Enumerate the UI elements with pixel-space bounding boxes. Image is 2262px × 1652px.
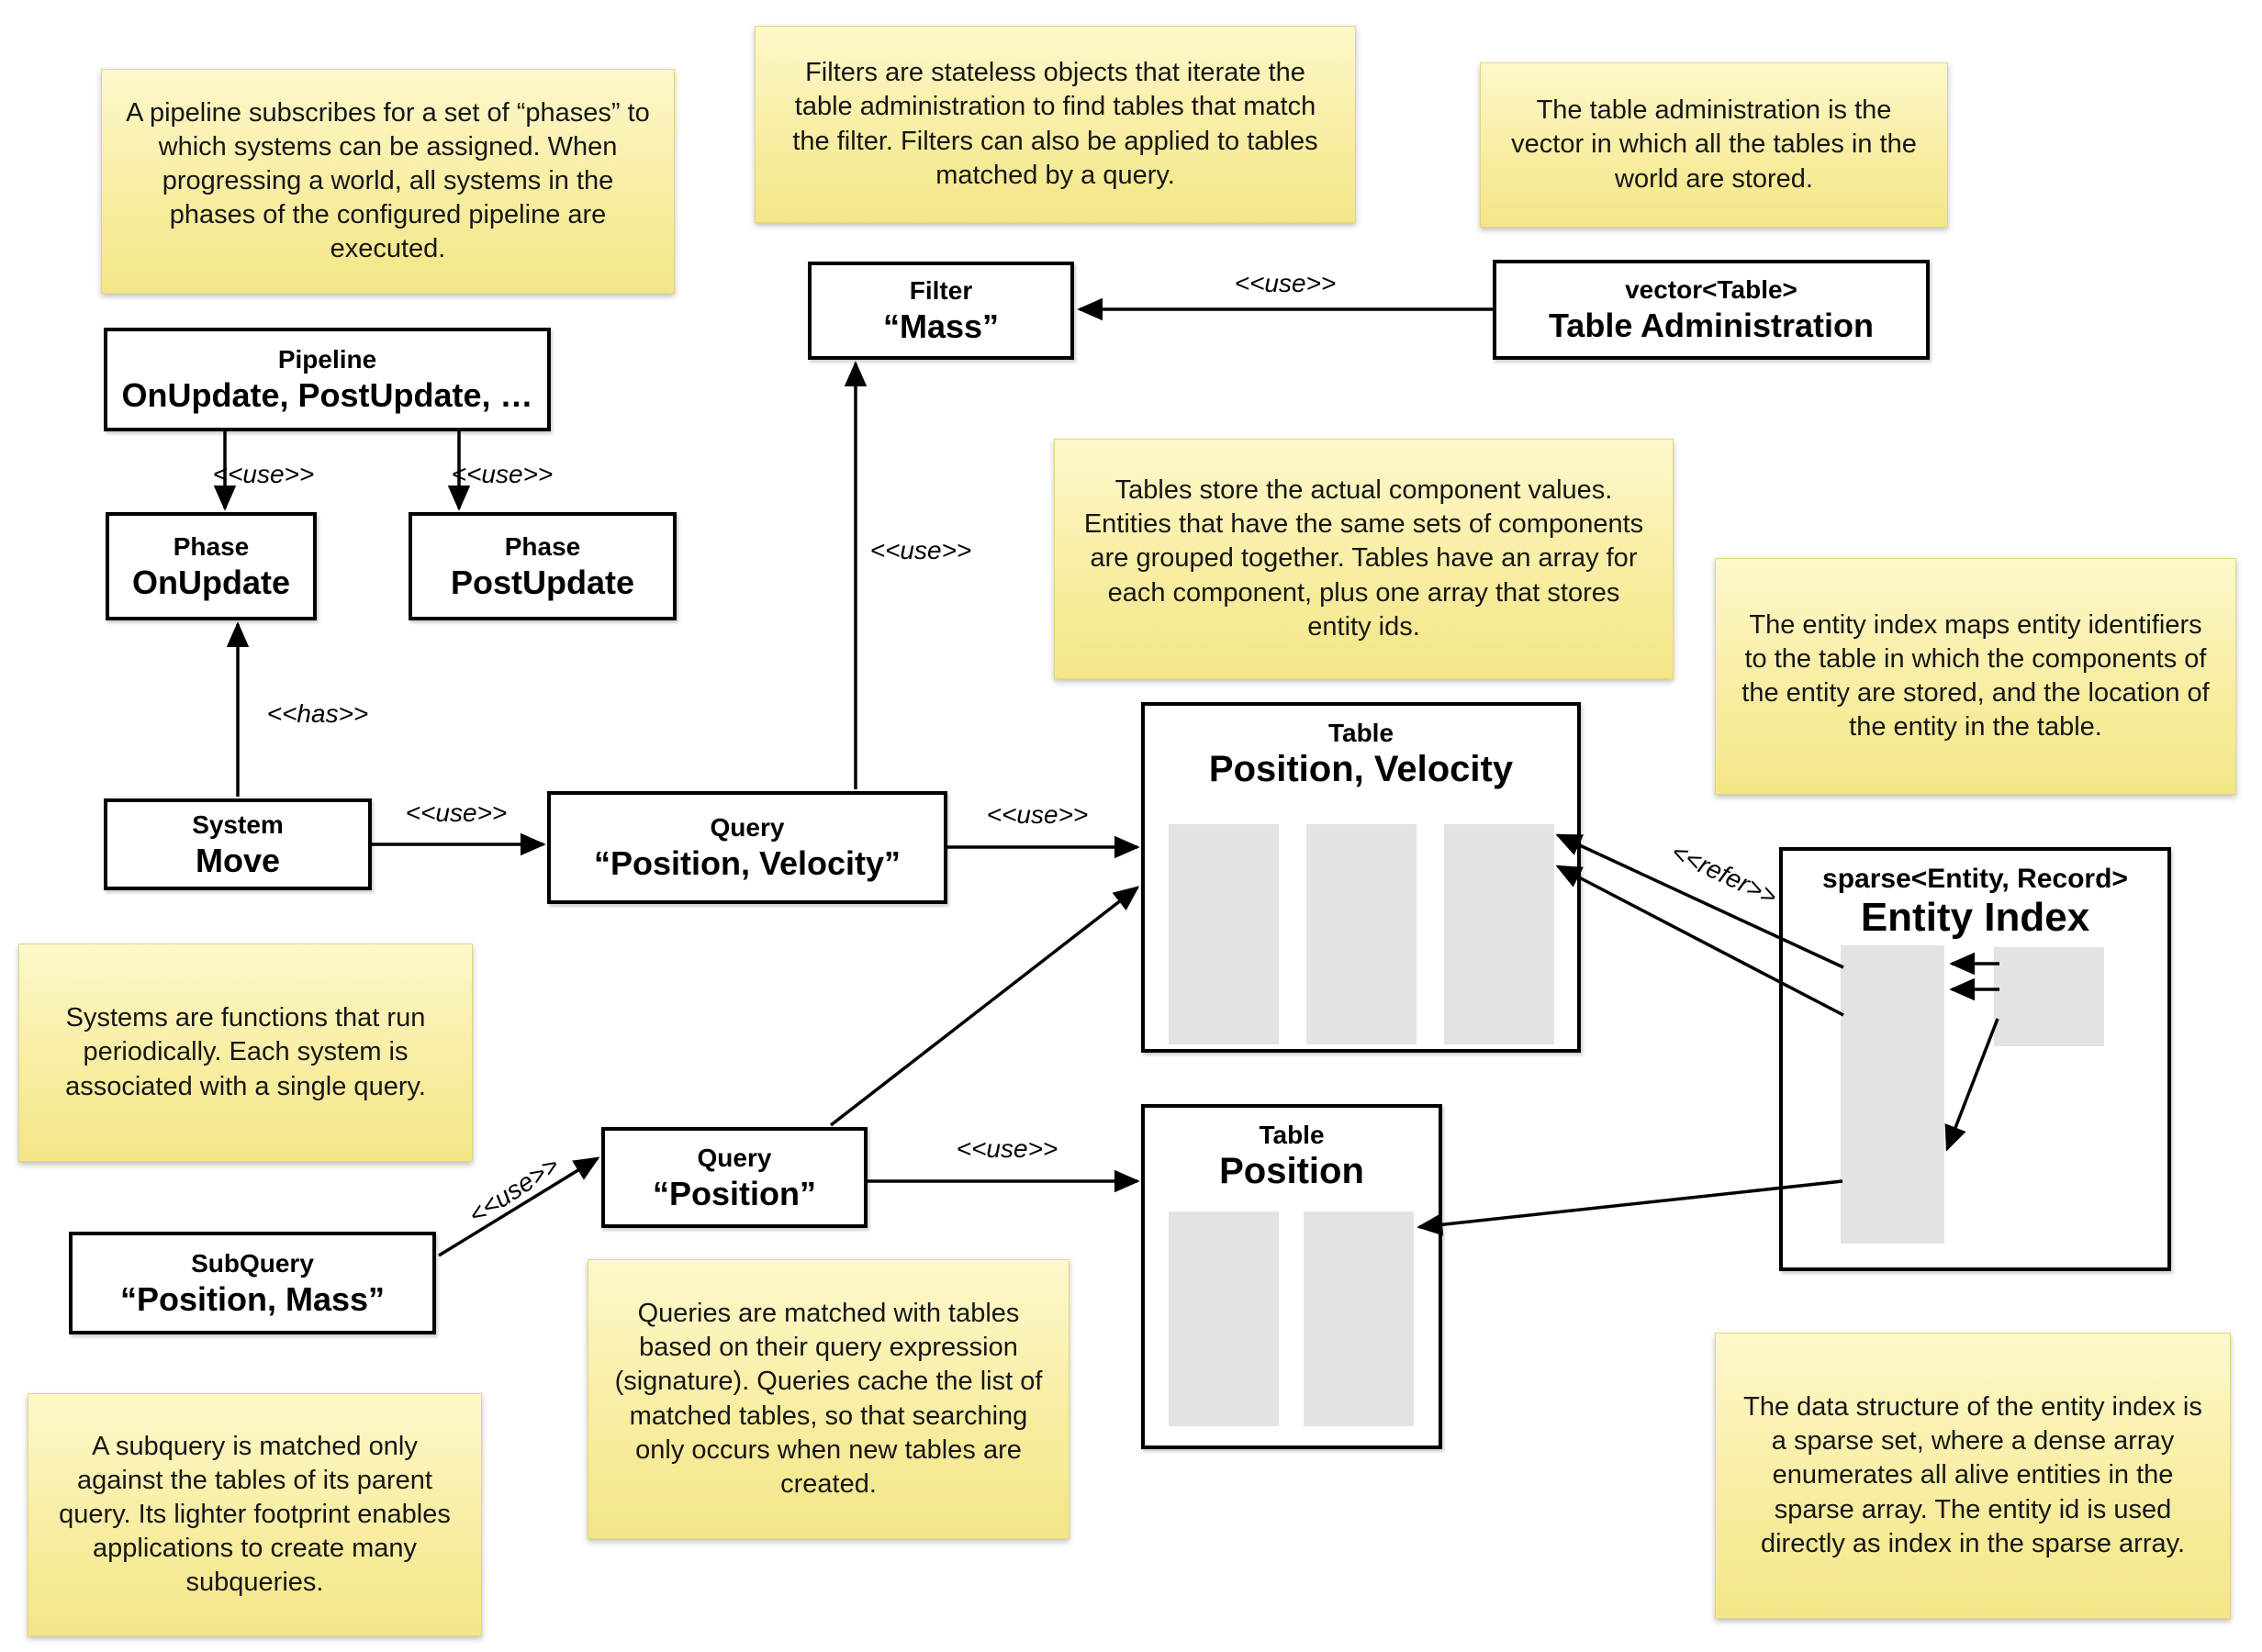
box-entity-index: sparse<Entity, Record> Entity Index [1779, 847, 2171, 1271]
sparse-array [1841, 945, 1944, 1244]
box-stereotype: vector<Table> [1625, 275, 1797, 305]
note-tables: Tables store the actual component values… [1054, 439, 1674, 679]
component-array [1304, 1211, 1414, 1426]
note-systems: Systems are functions that run periodica… [18, 943, 473, 1162]
note-sparse-set: The data structure of the entity index i… [1715, 1333, 2231, 1619]
box-phase-onupdate: Phase OnUpdate [106, 512, 317, 620]
box-name: Table Administration [1548, 307, 1875, 345]
box-name: Position, Velocity [1208, 749, 1514, 789]
note-pipeline: A pipeline subscribes for a set of “phas… [101, 69, 675, 294]
label-use-query-tablepv: <<use>> [986, 800, 1089, 829]
component-array [1169, 1211, 1279, 1426]
box-name: “Mass” [882, 307, 1000, 346]
box-subquery-position-mass: SubQuery “Position, Mass” [69, 1232, 436, 1334]
component-array [1306, 824, 1417, 1044]
box-stereotype: Table [1259, 1121, 1325, 1149]
box-phase-postupdate: Phase PostUpdate [409, 512, 677, 620]
label-has-system-phase: <<has>> [266, 699, 369, 728]
box-stereotype: Pipeline [277, 345, 377, 374]
label-use-admin-filter: <<use>> [1234, 269, 1337, 297]
label-use-system-query: <<use>> [405, 798, 508, 827]
box-name: OnUpdate [131, 563, 290, 601]
note-entity-index: The entity index maps entity identifiers… [1715, 558, 2236, 795]
box-stereotype: Filter [909, 276, 973, 306]
box-stereotype: Phase [504, 531, 581, 561]
component-array [1444, 824, 1554, 1044]
box-name: “Position” [653, 1174, 816, 1212]
box-stereotype: Table [1327, 719, 1394, 747]
box-name: “Position, Velocity” [593, 844, 901, 883]
box-stereotype: Query [697, 1143, 772, 1172]
box-table-administration: vector<Table> Table Administration [1493, 260, 1930, 360]
note-subquery: A subquery is matched only against the t… [28, 1393, 482, 1636]
label-refer-entityindex-table: <<refer>> [1666, 837, 1782, 911]
box-name: “Position, Mass” [119, 1279, 386, 1318]
box-name: PostUpdate [450, 563, 635, 601]
box-name: Entity Index [1860, 895, 2090, 940]
label-use-pipeline-onupdate: <<use>> [212, 460, 315, 488]
box-query-position: Query “Position” [601, 1127, 868, 1228]
box-system-move: System Move [104, 798, 372, 890]
box-query-position-velocity: Query “Position, Velocity” [547, 791, 947, 904]
box-filter-mass: Filter “Mass” [808, 262, 1074, 360]
box-stereotype: System [192, 809, 284, 839]
label-use-query-filter: <<use>> [869, 536, 972, 564]
box-stereotype: sparse<Entity, Record> [1822, 864, 2128, 894]
label-use-pipeline-postupdate: <<use>> [451, 460, 554, 488]
box-name: Position [1219, 1151, 1364, 1191]
box-name: OnUpdate, PostUpdate, … [121, 376, 533, 415]
component-array [1169, 824, 1279, 1044]
box-stereotype: Query [710, 813, 785, 843]
label-use-subquery-query: <<use>> [463, 1150, 565, 1230]
note-table-admin: The table administration is the vector i… [1480, 62, 1948, 228]
box-pipeline: Pipeline OnUpdate, PostUpdate, … [104, 328, 551, 431]
note-filters: Filters are stateless objects that itera… [755, 26, 1356, 223]
box-stereotype: SubQuery [191, 1248, 314, 1278]
label-use-query-tablep: <<use>> [956, 1134, 1058, 1163]
note-queries: Queries are matched with tables based on… [588, 1259, 1069, 1539]
dense-array [1994, 947, 2104, 1046]
box-name: Move [195, 841, 281, 879]
box-stereotype: Phase [173, 531, 250, 561]
arrow-queryp-matches-tablepv [829, 886, 1140, 1127]
